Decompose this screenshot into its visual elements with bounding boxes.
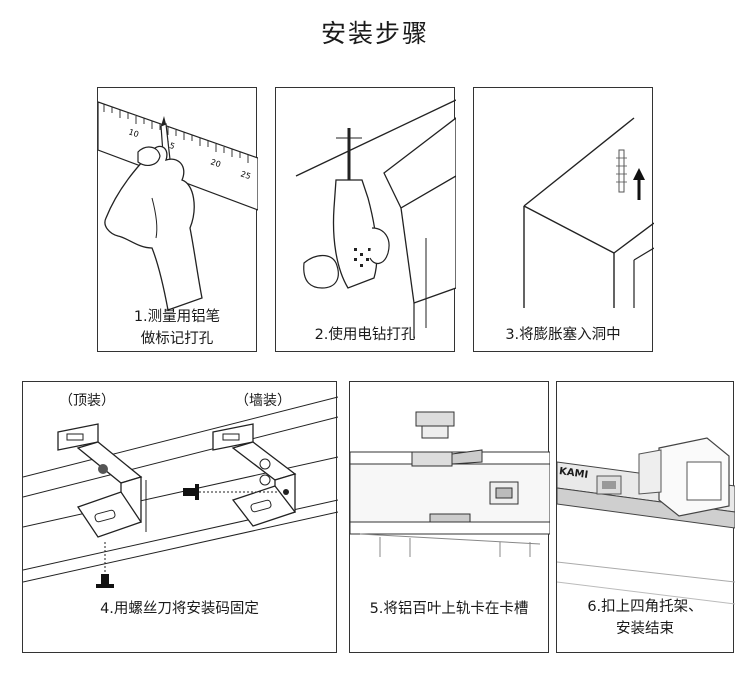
step-2-panel: 2.使用电钻打孔 xyxy=(275,87,456,352)
step-5-caption-line1: 5.将铝百叶上轨卡在卡槽 xyxy=(369,601,529,617)
drill-illustration xyxy=(295,99,456,338)
top-mount-label: （顶装） xyxy=(59,393,115,409)
bracket-mount-illustration xyxy=(23,396,338,588)
step-6-panel: KAMI 6.扣上四角托架、 安装结束 xyxy=(556,381,735,653)
step-3-panel: 3.将膨胀塞入洞中 xyxy=(473,87,654,352)
step-6-caption-line1: 6.扣上四角托架、 xyxy=(587,599,703,615)
step-4-caption-line1: 4.用螺丝刀将安装码固定 xyxy=(100,601,259,617)
wall-mount-label: （墙装） xyxy=(235,393,291,409)
anchor-plug-illustration xyxy=(523,117,654,308)
page-title: 安装步骤 xyxy=(320,19,429,48)
step-4-panel: （顶装） （墙装） xyxy=(22,381,338,653)
step-5-panel: 5.将铝百叶上轨卡在卡槽 xyxy=(349,381,550,653)
step-3-caption-line1: 3.将膨胀塞入洞中 xyxy=(505,327,621,343)
ruler-tick-10: 10 xyxy=(127,127,140,139)
step-2-caption-line1: 2.使用电钻打孔 xyxy=(314,327,416,343)
corner-bracket-illustration xyxy=(557,437,735,605)
ruler-tick-15: 15 xyxy=(163,139,176,151)
step-1-caption-line2: 做标记打孔 xyxy=(140,331,214,347)
ruler-tick-25: 25 xyxy=(239,169,252,181)
step-6-caption-line2: 安装结束 xyxy=(616,621,674,637)
ruler-tick-20: 20 xyxy=(209,157,222,169)
measure-pencil-illustration: 10 15 20 25 xyxy=(98,101,258,311)
step-1-caption-line1: 1.测量用铝笔 xyxy=(133,309,221,325)
step-1-panel: 10 15 20 25 1.测量用铝笔 做标记打孔 xyxy=(97,87,258,352)
rail-clip-illustration xyxy=(350,411,550,557)
